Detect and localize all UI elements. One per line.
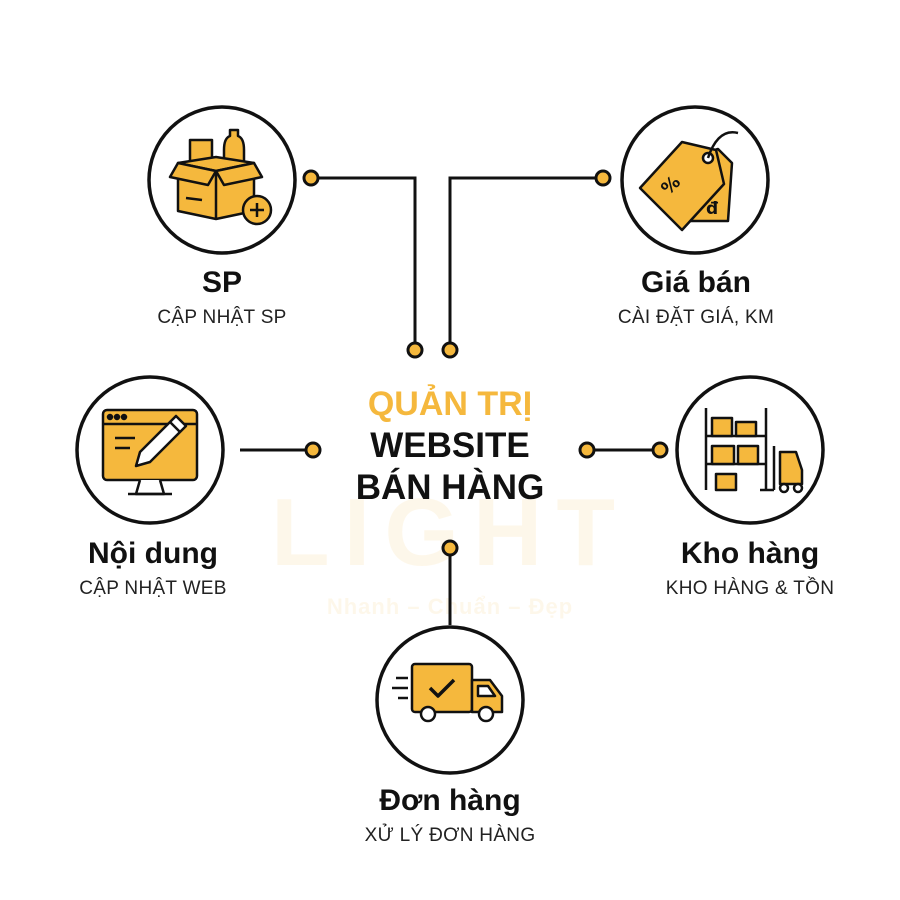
dot	[304, 441, 322, 459]
center-line-1: QUẢN TRỊ	[367, 385, 533, 423]
node-subtitle: CẬP NHẬT SP	[157, 307, 287, 328]
dot	[651, 441, 669, 459]
node-label-sp: SP CẬP NHẬT SP	[72, 266, 372, 329]
connector-gia-ban	[448, 176, 603, 350]
node-title: Kho hàng	[680, 537, 820, 570]
node-subtitle: CÀI ĐẶT GIÁ, KM	[617, 307, 775, 328]
node-subtitle: XỬ LÝ ĐƠN HÀNG	[364, 825, 536, 846]
node-title: Đơn hàng	[379, 784, 521, 817]
dot	[594, 169, 612, 187]
connector-lines	[240, 176, 660, 625]
node-subtitle: CẬP NHẬT WEB	[79, 578, 227, 599]
delivery-truck-icon	[392, 662, 504, 723]
node-title: Nội dung	[88, 537, 218, 570]
dot	[302, 169, 320, 187]
dot	[441, 539, 459, 557]
connector-sp	[311, 176, 417, 350]
node-label-kho-hang: Kho hàng KHO HÀNG & TỒN	[600, 537, 900, 600]
dot	[578, 441, 596, 459]
connector-dots	[302, 169, 669, 557]
node-label-noi-dung: Nội dung CẬP NHẬT WEB	[3, 537, 303, 600]
node-title: Giá bán	[640, 266, 752, 299]
node-label-gia-ban: Giá bán CÀI ĐẶT GIÁ, KM	[546, 266, 846, 329]
node-subtitle: KHO HÀNG & TỒN	[665, 578, 835, 599]
dot	[441, 341, 459, 359]
price-tag-icon: % đ	[638, 131, 739, 232]
dot	[406, 341, 424, 359]
svg-text:đ: đ	[706, 199, 719, 219]
node-label-don-hang: Đơn hàng XỬ LÝ ĐƠN HÀNG	[300, 784, 600, 847]
warehouse-forklift-icon	[704, 408, 804, 494]
center-heading: QUẢN TRỊ WEBSITE BÁN HÀNG	[300, 384, 600, 509]
node-title: SP	[201, 266, 243, 299]
product-box-icon	[168, 128, 273, 226]
center-line-2: WEBSITE	[370, 425, 530, 465]
center-line-3: BÁN HÀNG	[355, 467, 545, 507]
monitor-pencil-icon	[101, 408, 199, 496]
